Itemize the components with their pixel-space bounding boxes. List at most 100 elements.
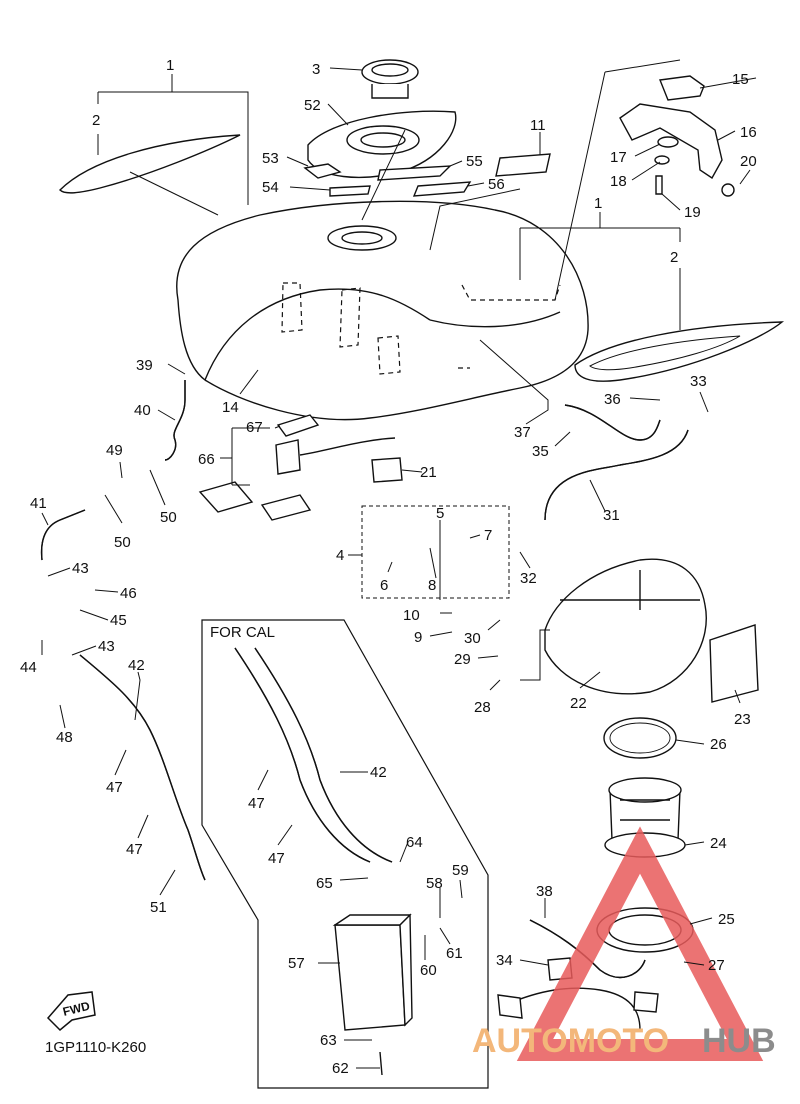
callout: 57 [288,955,305,972]
gasket [603,717,677,759]
callout: 44 [20,659,37,676]
callout: 42 [370,764,387,781]
callout: 8 [428,577,436,594]
callout: 66 [198,451,215,468]
callout: 41 [30,495,47,512]
callout: 29 [454,651,471,668]
callout: 65 [316,875,333,892]
svg-text:FWD: FWD [61,999,91,1019]
callout: 53 [262,150,279,167]
callout: 64 [406,834,423,851]
fuel-tank [176,200,589,421]
cal-box [201,619,489,1089]
callout: 2 [670,249,678,266]
watermark-right: HUB [702,1022,776,1060]
callout: 43 [72,560,89,577]
diagram-code: 1GP1110-K260 [45,1039,146,1056]
fwd-arrow-icon: FWD [46,991,96,1032]
callout: 1 [594,195,602,212]
callout: 32 [520,570,537,587]
callout: 3 [312,61,320,78]
connector-21 [371,457,403,483]
callout: 1 [166,57,174,74]
callout: 18 [610,173,627,190]
callout: 55 [466,153,483,170]
callout: 24 [710,835,727,852]
callout-labels: 1 2 3 52 53 54 55 56 11 15 16 17 18 19 2… [20,57,757,1077]
group-4-box [361,505,510,599]
callout: 14 [222,399,239,416]
emblem-53 [303,163,342,179]
callout: 50 [160,509,177,526]
callout: 34 [496,952,513,969]
callout: 33 [690,373,707,390]
callout: 67 [246,419,263,436]
callout: 28 [474,699,491,716]
callout: 45 [110,612,127,629]
callout: 50 [114,534,131,551]
callout: 2 [92,112,100,129]
callout: 20 [740,153,757,170]
leader-lines [41,59,757,1069]
callout: 27 [708,957,725,974]
callout: 11 [530,117,546,134]
hose-62 [379,1051,383,1076]
callout: 31 [603,507,620,524]
callout: 43 [98,638,115,655]
fuel-sender [198,414,396,521]
callout: 47 [268,850,285,867]
hose-35 [564,404,661,441]
callout: 47 [248,795,265,812]
callout: 51 [150,899,167,916]
callout: 49 [106,442,123,459]
callout: 5 [436,505,444,522]
callout: 37 [514,424,531,441]
label-11 [495,153,551,177]
callout: 6 [380,577,388,594]
callout: 39 [136,357,153,374]
fuel-pump [604,777,686,858]
callout: 22 [570,695,587,712]
tank-cover [307,110,457,179]
callout: 60 [420,962,437,979]
emblem-56 [412,181,472,197]
callout: 4 [336,547,344,564]
callout: 26 [710,736,727,753]
callout: 23 [734,711,751,728]
callout: 17 [610,149,627,166]
callout: 46 [120,585,137,602]
callout: 56 [488,176,505,193]
fuel-cap [361,59,419,99]
callout: 9 [414,629,422,646]
callout: 21 [420,464,437,481]
callout: 59 [452,862,469,879]
callout: 40 [134,402,151,419]
callout: 48 [56,729,73,746]
side-emblem-left [59,134,241,194]
emblem-54 [329,185,371,197]
callout: 58 [426,875,443,892]
callout: 35 [532,443,549,460]
bracket-assembly [619,75,735,197]
tank-base [544,558,707,695]
callout: 36 [604,391,621,408]
watermark: AUTOMOTO HUB [472,826,776,1061]
emblem-55 [377,165,452,181]
callout: 38 [536,883,553,900]
callout: 42 [128,657,145,674]
callout: 10 [403,607,420,624]
callout: 63 [320,1032,337,1049]
callout: 52 [304,97,321,114]
cal-label: FOR CAL [210,624,275,641]
callout: 62 [332,1060,349,1077]
callout: 19 [684,204,701,221]
side-emblem-right [574,321,785,382]
callout: 54 [262,179,279,196]
callout: 25 [718,911,735,928]
callout: 7 [484,527,492,544]
callout: 16 [740,124,757,141]
callout: 15 [732,71,749,88]
callout: 47 [106,779,123,796]
callout: 61 [446,945,463,962]
